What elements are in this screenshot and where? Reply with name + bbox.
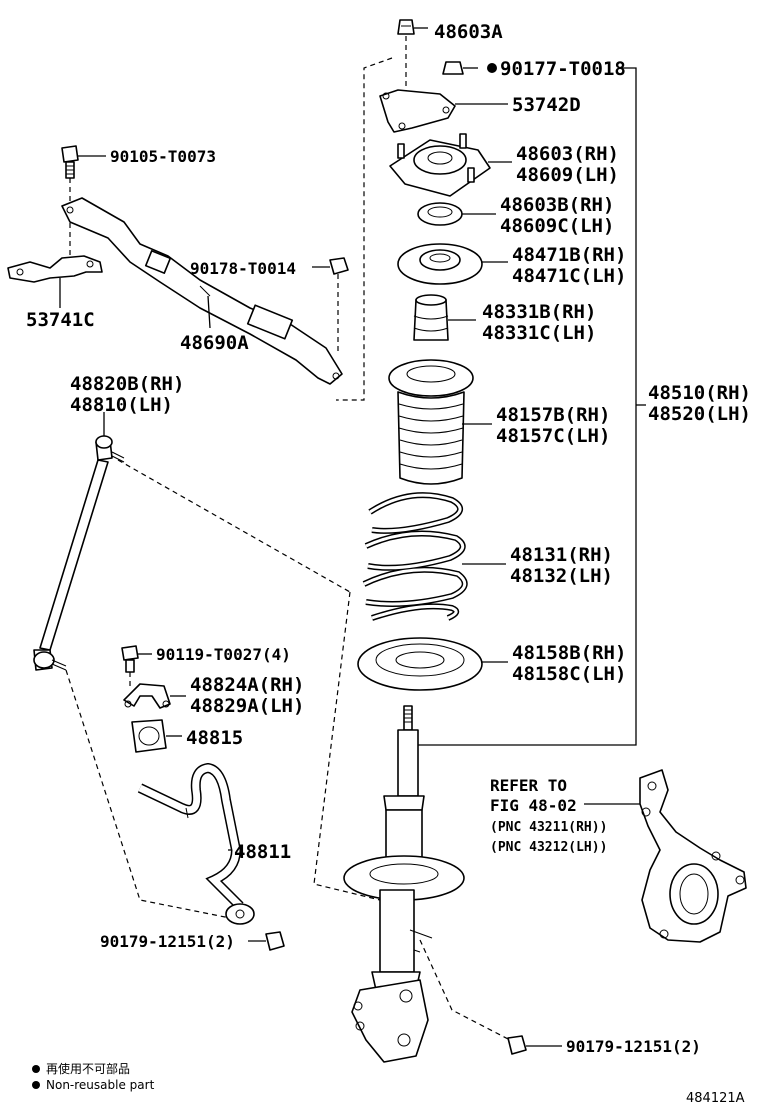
- stabilizer-bar-part: [137, 762, 255, 925]
- steering-knuckle-part: [584, 769, 747, 943]
- bushing-bracket-bolt-part: [121, 645, 152, 690]
- bearing-part: [417, 202, 496, 226]
- top-nut-part: [397, 19, 428, 120]
- non-reusable-marker-icon: [487, 63, 497, 73]
- brace-bracket-part: [7, 255, 103, 308]
- bushing-part: [131, 719, 182, 753]
- label-90178-t0014: 90178-T0014: [190, 259, 296, 278]
- label-48510-rh: 48510(RH): [648, 382, 751, 404]
- label-48157c-lh: 48157C(LH): [496, 425, 610, 447]
- legend-en: Non-reusable part: [46, 1078, 155, 1092]
- label-48820b-rh: 48820B(RH): [70, 373, 184, 395]
- label-48603-rh: 48603(RH): [516, 143, 619, 165]
- label-48331c-lh: 48331C(LH): [482, 322, 596, 344]
- label-48158c-lh: 48158C(LH): [512, 663, 626, 685]
- legend: 再使用不可部品 Non-reusable part: [32, 1061, 155, 1092]
- label-pnc-43212: (PNC 43212(LH)): [490, 840, 607, 855]
- legend-bullet-icon: [32, 1081, 40, 1089]
- label-90177-t0018: 90177-T0018: [500, 58, 626, 80]
- label-48158b-rh: 48158B(RH): [512, 642, 626, 664]
- label-48471c-lh: 48471C(LH): [512, 265, 626, 287]
- label-48609-lh: 48609(LH): [516, 164, 619, 186]
- link-nut-part: [248, 931, 285, 951]
- dashed-guide-strut: [117, 459, 511, 1041]
- label-90179-12151-left: 90179-12151(2): [100, 932, 235, 951]
- lower-insulator-part: [357, 637, 508, 691]
- coil-spring-part: [362, 492, 506, 621]
- label-90119-t0027: 90119-T0027(4): [156, 645, 291, 664]
- label-53741c: 53741C: [26, 309, 95, 331]
- label-48811: 48811: [234, 841, 291, 863]
- label-48609c-lh: 48609C(LH): [500, 215, 614, 237]
- label-48810-lh: 48810(LH): [70, 394, 173, 416]
- upper-mount-part: [389, 133, 512, 197]
- label-90179-12151-right: 90179-12151(2): [566, 1037, 701, 1056]
- label-48815: 48815: [186, 727, 243, 749]
- label-53742d: 53742D: [512, 94, 581, 116]
- label-48829a-lh: 48829A(LH): [190, 695, 304, 717]
- label-48690a: 48690A: [180, 332, 249, 354]
- label-48520-lh: 48520(LH): [648, 403, 751, 425]
- label-48157b-rh: 48157B(RH): [496, 404, 610, 426]
- strut-bolt-nut-part: [507, 1035, 562, 1055]
- stabilizer-link-part: [33, 412, 241, 921]
- label-48603b-rh: 48603B(RH): [500, 194, 614, 216]
- shock-absorber-part: [343, 705, 465, 1063]
- top-lock-nut-part: [442, 61, 497, 75]
- label-48471b-rh: 48471B(RH): [512, 244, 626, 266]
- brace-bolt-part: [61, 145, 106, 262]
- figure-id: 484121A: [686, 1091, 745, 1106]
- legend-jp: 再使用不可部品: [46, 1061, 130, 1076]
- label-pnc-43211: (PNC 43211(RH)): [490, 820, 607, 835]
- assembly-bracket: [410, 67, 646, 746]
- dust-boot-part: [388, 359, 492, 485]
- label-90105-t0073: 90105-T0073: [110, 147, 216, 166]
- label-refer-to: REFER TO: [490, 776, 567, 795]
- strut-brace-part: [61, 197, 343, 385]
- label-48131-rh: 48131(RH): [510, 544, 613, 566]
- upper-spring-seat-part: [397, 243, 508, 285]
- label-48824a-rh: 48824A(RH): [190, 674, 304, 696]
- bump-stopper-part: [413, 294, 476, 341]
- legend-bullet-icon: [32, 1065, 40, 1073]
- label-fig-48-02: FIG 48-02: [490, 796, 577, 815]
- brace-nut-part: [312, 257, 349, 354]
- bushing-bracket-part: [123, 683, 186, 709]
- upper-bracket-part: [379, 89, 508, 133]
- label-48603a: 48603A: [434, 21, 503, 43]
- label-48132-lh: 48132(LH): [510, 565, 613, 587]
- label-48331b-rh: 48331B(RH): [482, 301, 596, 323]
